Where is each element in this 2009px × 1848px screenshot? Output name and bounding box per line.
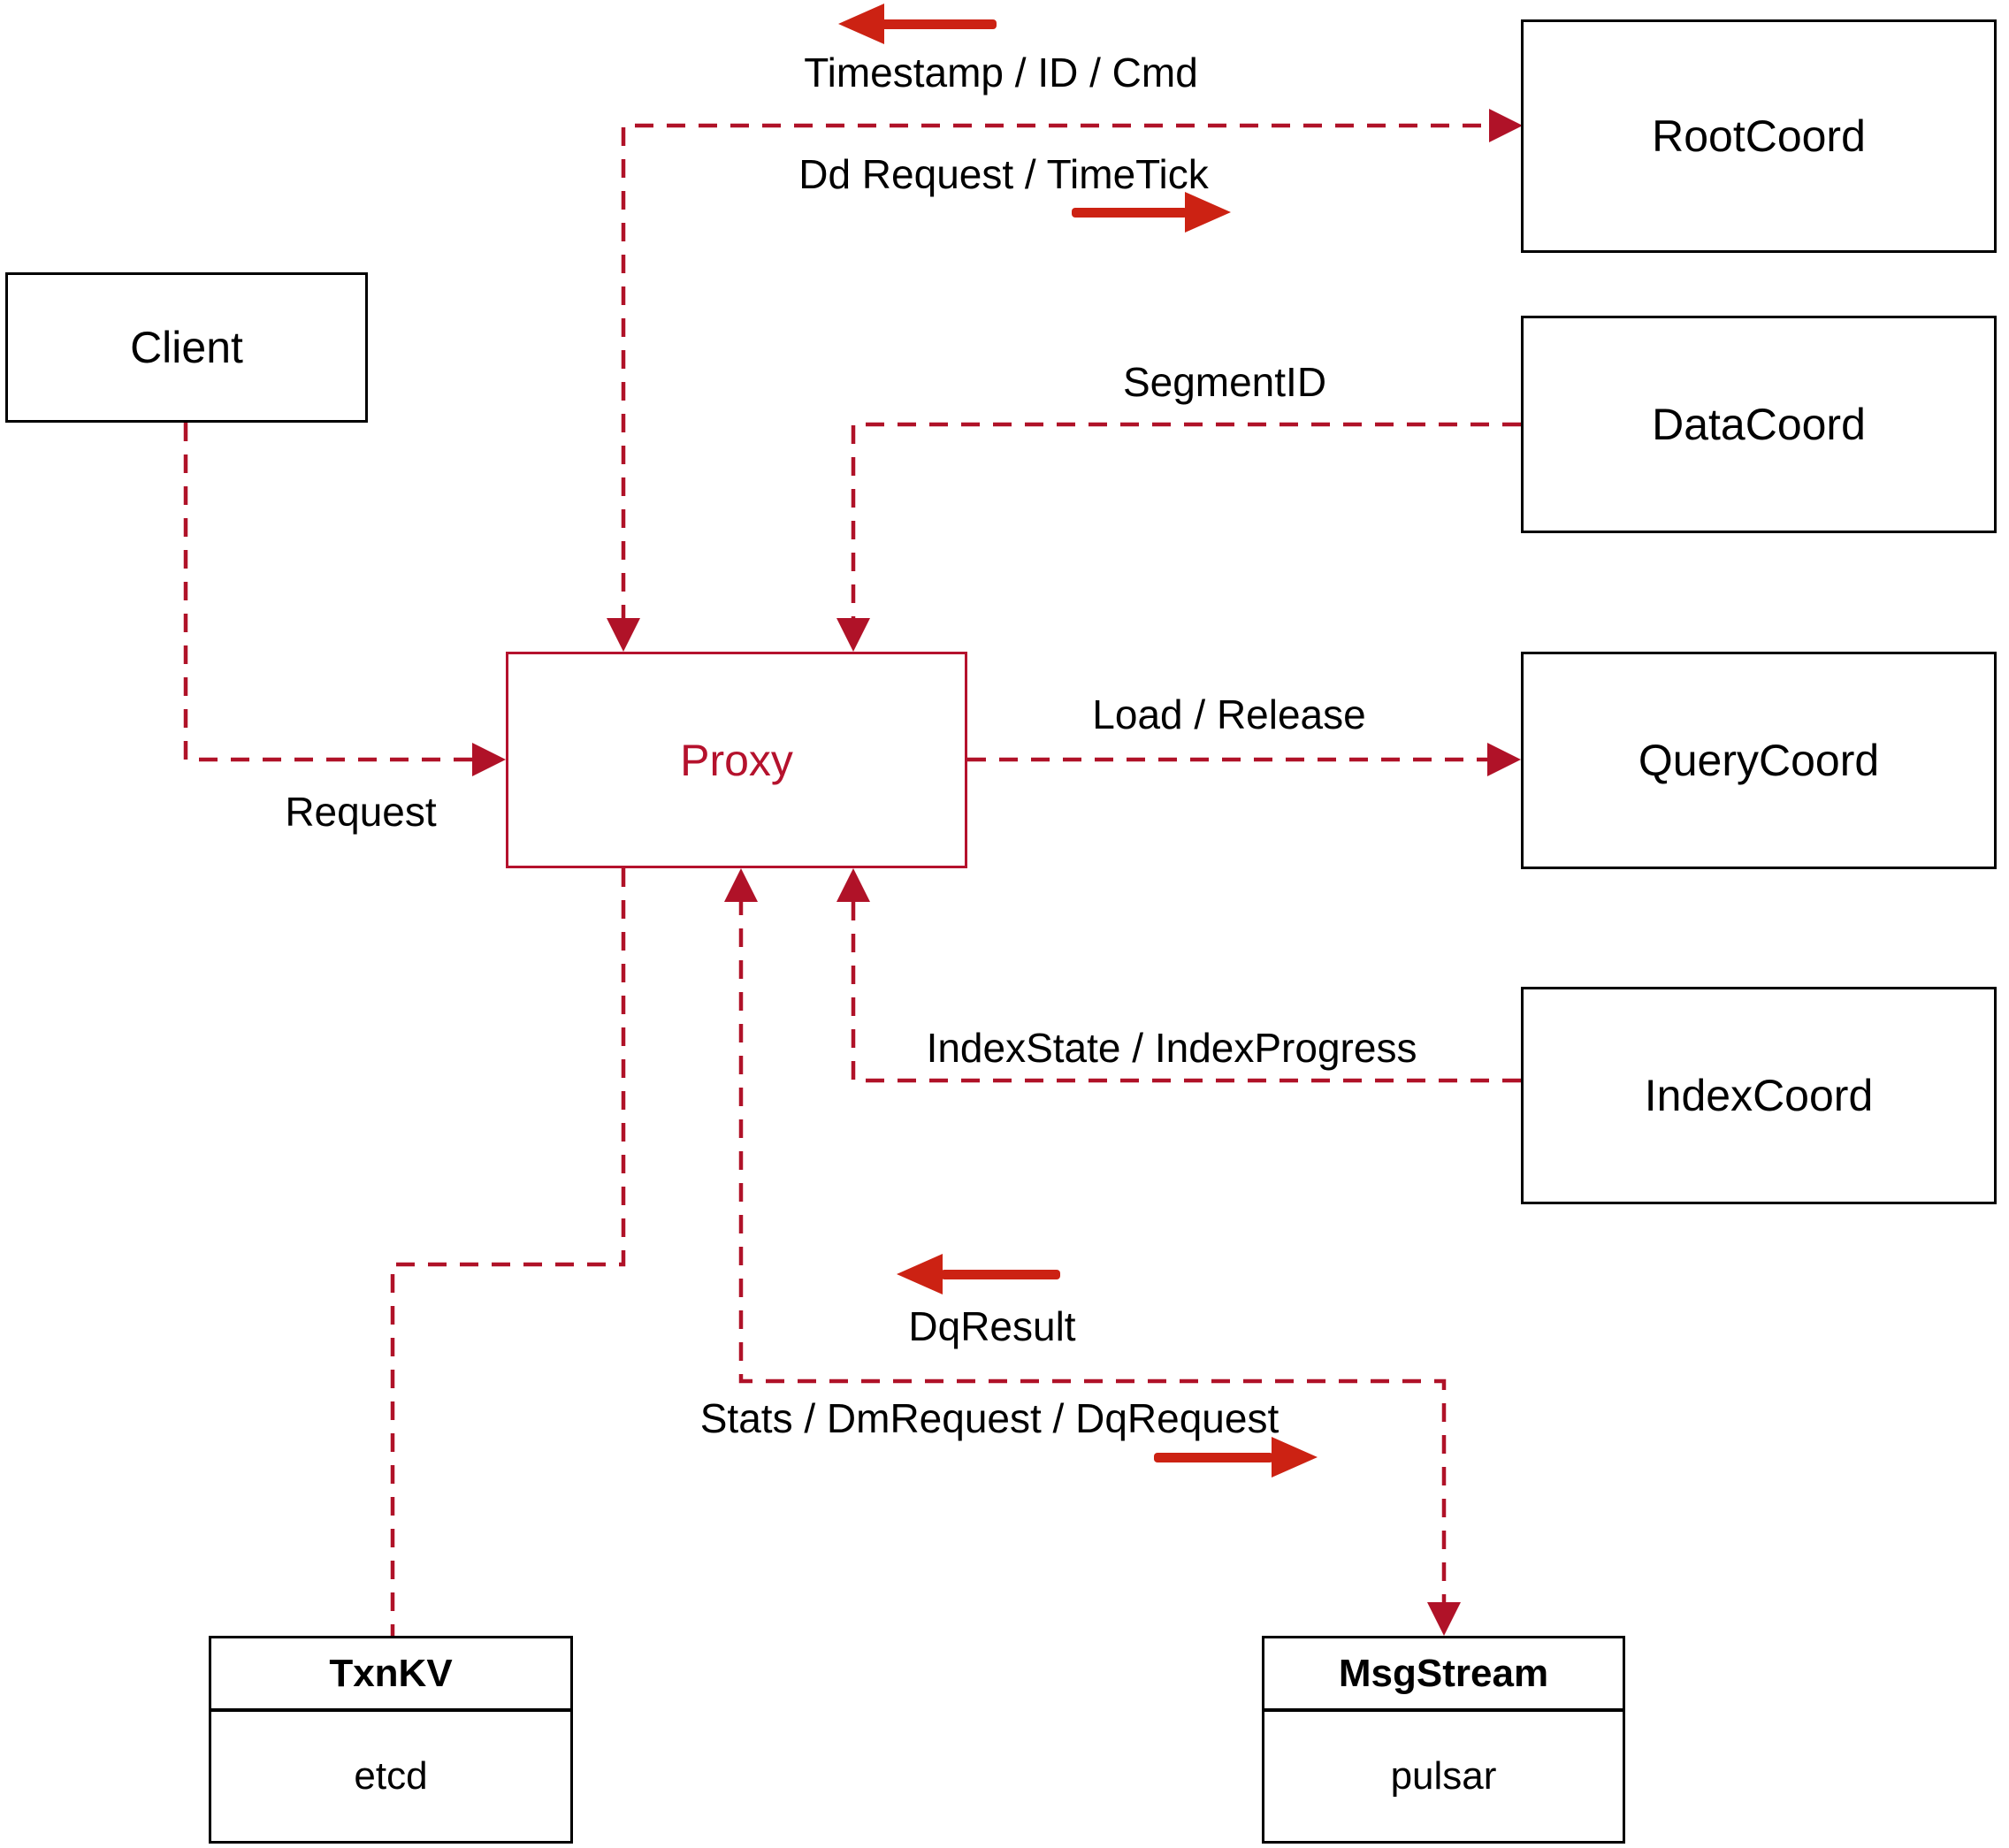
edge-label-dd-request-timetick: Dd Request / TimeTick xyxy=(798,151,1209,197)
node-indexcoord: IndexCoord xyxy=(1521,987,1997,1204)
node-proxy-label: Proxy xyxy=(680,735,793,785)
arrow-left-dqresult-icon xyxy=(897,1254,1060,1294)
arrowhead-into-querycoord xyxy=(1487,743,1521,776)
arrowhead-into-proxy-bottom-right xyxy=(836,868,870,902)
txnkv-engine: etcd xyxy=(354,1754,428,1798)
msgstream-title: MsgStream xyxy=(1264,1638,1623,1712)
node-proxy: Proxy xyxy=(506,652,967,868)
arrowhead-into-rootcoord xyxy=(1489,109,1523,142)
node-txnkv: TxnKV etcd xyxy=(209,1636,573,1844)
edge-proxy-txnkv-line xyxy=(390,868,626,1636)
arrow-right-stats-icon xyxy=(1154,1437,1318,1478)
arrow-right-dd-request-icon xyxy=(1072,192,1231,233)
node-client-label: Client xyxy=(130,323,243,372)
arrowhead-into-proxy-bottom-left xyxy=(724,868,758,902)
edge-datacoord-proxy-line xyxy=(851,422,1521,623)
node-client: Client xyxy=(5,272,368,423)
edge-label-dqresult: DqResult xyxy=(908,1303,1076,1349)
arrowhead-into-proxy-top-left xyxy=(607,618,640,652)
edge-label-load-release: Load / Release xyxy=(1092,691,1366,737)
edge-label-indexstate-indexprogress: IndexState / IndexProgress xyxy=(926,1025,1417,1071)
msgstream-engine: pulsar xyxy=(1390,1754,1497,1798)
edge-proxy-rootcoord-line xyxy=(621,123,1493,623)
edge-label-timestamp-id-cmd: Timestamp / ID / Cmd xyxy=(804,50,1198,95)
node-rootcoord-label: RootCoord xyxy=(1652,111,1866,161)
edge-label-stats-dmrequest-dqrequest: Stats / DmRequest / DqRequest xyxy=(699,1395,1279,1441)
node-indexcoord-label: IndexCoord xyxy=(1644,1071,1874,1120)
node-querycoord-label: QueryCoord xyxy=(1638,736,1880,785)
edge-label-segmentid: SegmentID xyxy=(1122,359,1327,405)
node-querycoord: QueryCoord xyxy=(1521,652,1997,869)
edge-client-proxy-line xyxy=(183,423,477,762)
node-datacoord-label: DataCoord xyxy=(1652,400,1866,449)
node-rootcoord: RootCoord xyxy=(1521,19,1997,253)
node-msgstream: MsgStream pulsar xyxy=(1262,1636,1625,1844)
arrowhead-into-msgstream xyxy=(1427,1602,1461,1636)
edge-proxy-msgstream-line xyxy=(738,897,1447,1607)
arrow-left-timestamp-icon xyxy=(838,4,997,44)
txnkv-title: TxnKV xyxy=(211,1638,570,1712)
edge-label-request: Request xyxy=(285,789,437,835)
node-datacoord: DataCoord xyxy=(1521,316,1997,533)
arrowhead-into-proxy-top-right xyxy=(836,618,870,652)
arrowhead-into-proxy-left xyxy=(472,743,506,776)
